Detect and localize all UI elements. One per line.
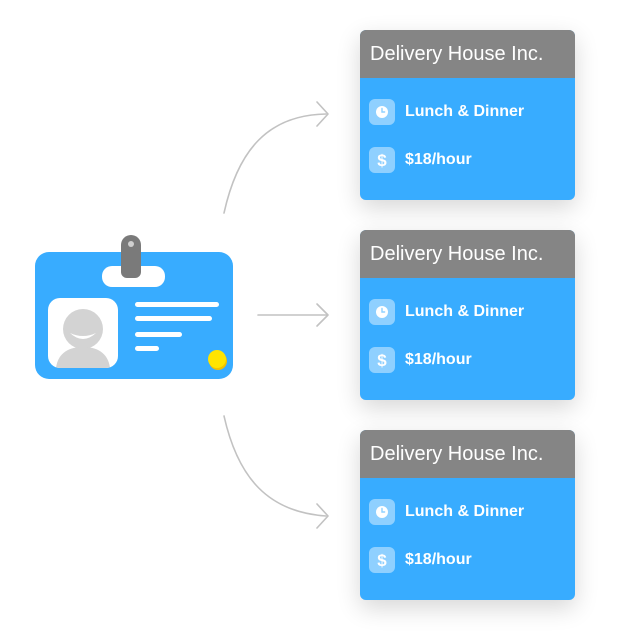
schedule-text: Lunch & Dinner bbox=[405, 303, 525, 320]
arrow-to-card-1 bbox=[223, 101, 329, 214]
card-title: Delivery House Inc. bbox=[360, 230, 575, 278]
clock-icon bbox=[369, 299, 395, 325]
rate-row: $ $18/hour bbox=[369, 347, 472, 373]
badge-text-line bbox=[135, 332, 182, 337]
badge-text-line bbox=[135, 316, 212, 321]
schedule-row: Lunch & Dinner bbox=[369, 299, 524, 325]
badge-status-dot bbox=[208, 350, 226, 368]
job-card[interactable]: Delivery House Inc. Lunch & Dinner $ $18… bbox=[360, 30, 575, 200]
dollar-icon: $ bbox=[369, 547, 395, 573]
card-title: Delivery House Inc. bbox=[360, 30, 575, 78]
clock-icon bbox=[369, 99, 395, 125]
schedule-text: Lunch & Dinner bbox=[405, 103, 525, 120]
schedule-row: Lunch & Dinner bbox=[369, 499, 524, 525]
schedule-text: Lunch & Dinner bbox=[405, 503, 525, 520]
schedule-row: Lunch & Dinner bbox=[369, 99, 524, 125]
id-badge-icon bbox=[35, 235, 233, 379]
user-silhouette-icon bbox=[56, 309, 110, 368]
rate-text: $18/hour bbox=[405, 551, 472, 568]
dollar-icon: $ bbox=[369, 347, 395, 373]
rate-text: $18/hour bbox=[405, 151, 472, 168]
job-card[interactable]: Delivery House Inc. Lunch & Dinner $ $18… bbox=[360, 230, 575, 400]
rate-row: $ $18/hour bbox=[369, 147, 472, 173]
job-card[interactable]: Delivery House Inc. Lunch & Dinner $ $18… bbox=[360, 430, 575, 600]
arrow-to-card-2 bbox=[257, 303, 329, 327]
dollar-icon: $ bbox=[369, 147, 395, 173]
clock-icon bbox=[369, 499, 395, 525]
badge-text-line bbox=[135, 302, 219, 307]
avatar bbox=[48, 298, 118, 368]
badge-text-line bbox=[135, 346, 159, 351]
rate-text: $18/hour bbox=[405, 351, 472, 368]
rate-row: $ $18/hour bbox=[369, 547, 472, 573]
card-title: Delivery House Inc. bbox=[360, 430, 575, 478]
badge-clip-icon bbox=[121, 235, 141, 278]
arrow-to-card-3 bbox=[223, 415, 329, 529]
